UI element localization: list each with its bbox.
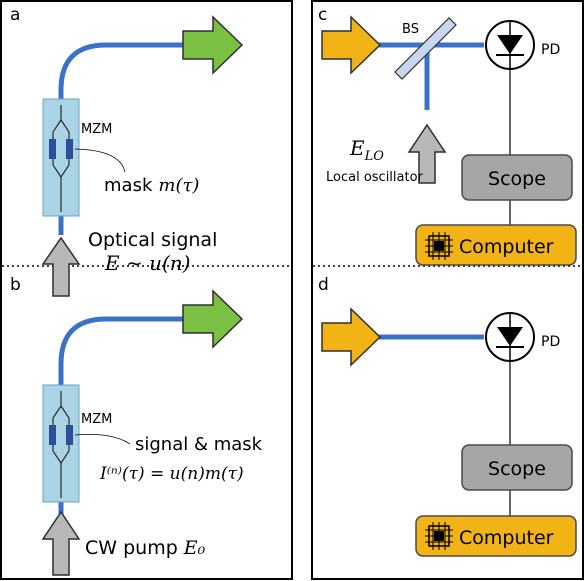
panel-b-letter: b	[10, 275, 21, 295]
input-arrow-c	[321, 15, 382, 75]
panel-c: c BS ELO Local oscillator PD Scope	[318, 5, 577, 266]
scope-label-c: Scope	[488, 168, 546, 190]
lo-arrow-c	[407, 123, 447, 184]
mzm-label-b: MZM	[81, 412, 112, 427]
annotation-leader-b	[74, 434, 131, 445]
computer-box-d	[415, 515, 577, 557]
input-label-a: Optical signal	[88, 229, 217, 251]
input-arrow-d	[321, 307, 382, 367]
beam-splitter-c	[394, 17, 457, 80]
scope-label-d: Scope	[488, 458, 546, 480]
pump-arrow-b	[41, 510, 81, 576]
output-arrow-b	[182, 289, 244, 349]
chip-icon-d	[425, 522, 453, 550]
input-math-a: E ∼ u(n)	[104, 251, 190, 275]
lo-label-c: Local oscillator	[326, 170, 424, 185]
diode-icon-c	[496, 22, 524, 68]
frame-left	[0, 0, 293, 580]
output-arrow-a	[182, 15, 244, 75]
computer-label-c: Computer	[459, 236, 554, 258]
pd-label-c: PD	[541, 42, 560, 58]
annotation-label-b: signal & mask	[135, 434, 263, 455]
mzm-label-a: MZM	[81, 122, 112, 137]
mzm-electrode-b-left	[49, 425, 56, 445]
panel-d: d PD Scope Computer	[318, 275, 577, 557]
fiber-b	[58, 316, 188, 520]
panel-b: b MZM signal & mask I⁽ⁿ⁾(τ) = u(n)m(τ) C…	[10, 275, 263, 576]
splitter-label-c: BS	[402, 22, 419, 37]
computer-label-d: Computer	[459, 527, 554, 549]
lo-math-c: ELO	[349, 136, 384, 164]
mzm-electrode-b-right	[66, 425, 73, 445]
computer-box-c	[415, 224, 577, 266]
panel-d-letter: d	[318, 275, 329, 295]
pd-label-d: PD	[541, 334, 560, 350]
scope-box-c	[461, 154, 573, 201]
scope-box-d	[461, 444, 573, 491]
panel-a-letter: a	[10, 5, 20, 25]
chip-icon-c	[425, 232, 453, 260]
mask-leader-a	[74, 148, 126, 173]
diode-icon-d	[496, 314, 524, 360]
annotation-math-b: I⁽ⁿ⁾(τ) = u(n)m(τ)	[99, 464, 244, 484]
frame-right	[311, 0, 584, 580]
fiber-a	[58, 42, 188, 235]
input-arrow-a	[41, 236, 81, 297]
mzm-electrode-a-right	[66, 139, 73, 159]
panel-c-letter: c	[318, 5, 327, 25]
mzm-electrode-a-left	[49, 139, 56, 159]
